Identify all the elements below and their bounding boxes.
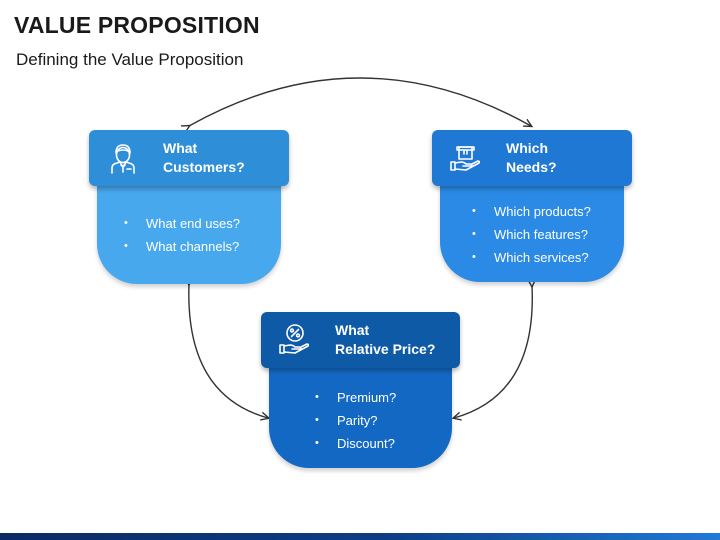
card-heading-line: What bbox=[163, 140, 198, 156]
customer-icon bbox=[111, 144, 135, 174]
bullet: • bbox=[472, 228, 476, 240]
card-header: What Customers? bbox=[89, 130, 289, 186]
page-subtitle: Defining the Value Proposition bbox=[16, 50, 244, 69]
percent-in-hand-icon bbox=[279, 324, 310, 354]
list-item: • What channels? bbox=[124, 235, 289, 258]
arrow-customers-to-needs bbox=[189, 77, 531, 126]
card-body bbox=[97, 180, 281, 284]
card-list: • What end uses? • What channels? bbox=[89, 212, 289, 258]
list-item-text: Premium? bbox=[337, 390, 397, 405]
list-item: • Premium? bbox=[315, 386, 460, 409]
list-item-text: Parity? bbox=[337, 413, 378, 428]
page-title: VALUE PROPOSITION bbox=[14, 12, 260, 38]
bullet: • bbox=[315, 391, 319, 403]
card-list: • Premium? • Parity? • Discount? bbox=[261, 386, 460, 455]
card-heading-line: What bbox=[335, 322, 370, 338]
list-item-text: Which features? bbox=[494, 227, 588, 242]
card-header: Which Needs? bbox=[432, 130, 632, 186]
list-item: • Discount? bbox=[315, 432, 460, 455]
card-what-relative-price: • Premium? • Parity? • Discount? What Relat… bbox=[261, 312, 460, 468]
bullet: • bbox=[472, 205, 476, 217]
card-heading-line: Which bbox=[506, 140, 548, 156]
card-heading-line: Customers? bbox=[163, 159, 245, 175]
arrow-needs-to-price bbox=[454, 286, 532, 418]
card-heading-line: Relative Price? bbox=[335, 341, 436, 357]
card-heading-line: Needs? bbox=[506, 159, 557, 175]
card-heading: What Customers? bbox=[163, 139, 245, 177]
box-in-hand-icon bbox=[450, 146, 481, 171]
list-item-text: Which products? bbox=[494, 204, 591, 219]
list-item: • Which services? bbox=[472, 246, 632, 269]
bullet: • bbox=[472, 251, 476, 263]
footer-bar bbox=[0, 533, 720, 540]
list-item: • Parity? bbox=[315, 409, 460, 432]
bullet: • bbox=[124, 217, 128, 229]
list-item-text: What channels? bbox=[146, 239, 240, 254]
card-what-customers: • What end uses? • What channels? What Cus… bbox=[89, 130, 289, 284]
card-body bbox=[440, 180, 624, 282]
list-item-text: What end uses? bbox=[146, 216, 240, 231]
card-heading: What Relative Price? bbox=[335, 321, 435, 359]
list-item-text: Which services? bbox=[494, 250, 589, 265]
bullet: • bbox=[124, 240, 128, 252]
card-which-needs: • Which products? • Which features? • Which… bbox=[432, 130, 632, 282]
arrow-customers-to-price bbox=[189, 284, 268, 418]
list-item-text: Discount? bbox=[337, 436, 395, 451]
bullet: • bbox=[315, 437, 319, 449]
card-header: What Relative Price? bbox=[261, 312, 460, 368]
list-item: • Which features? bbox=[472, 223, 632, 246]
card-heading: Which Needs? bbox=[506, 139, 557, 177]
list-item: • Which products? bbox=[472, 200, 632, 223]
card-body bbox=[269, 362, 452, 468]
card-list: • Which products? • Which features? • Which… bbox=[432, 200, 632, 269]
bullet: • bbox=[315, 414, 319, 426]
list-item: • What end uses? bbox=[124, 212, 289, 235]
